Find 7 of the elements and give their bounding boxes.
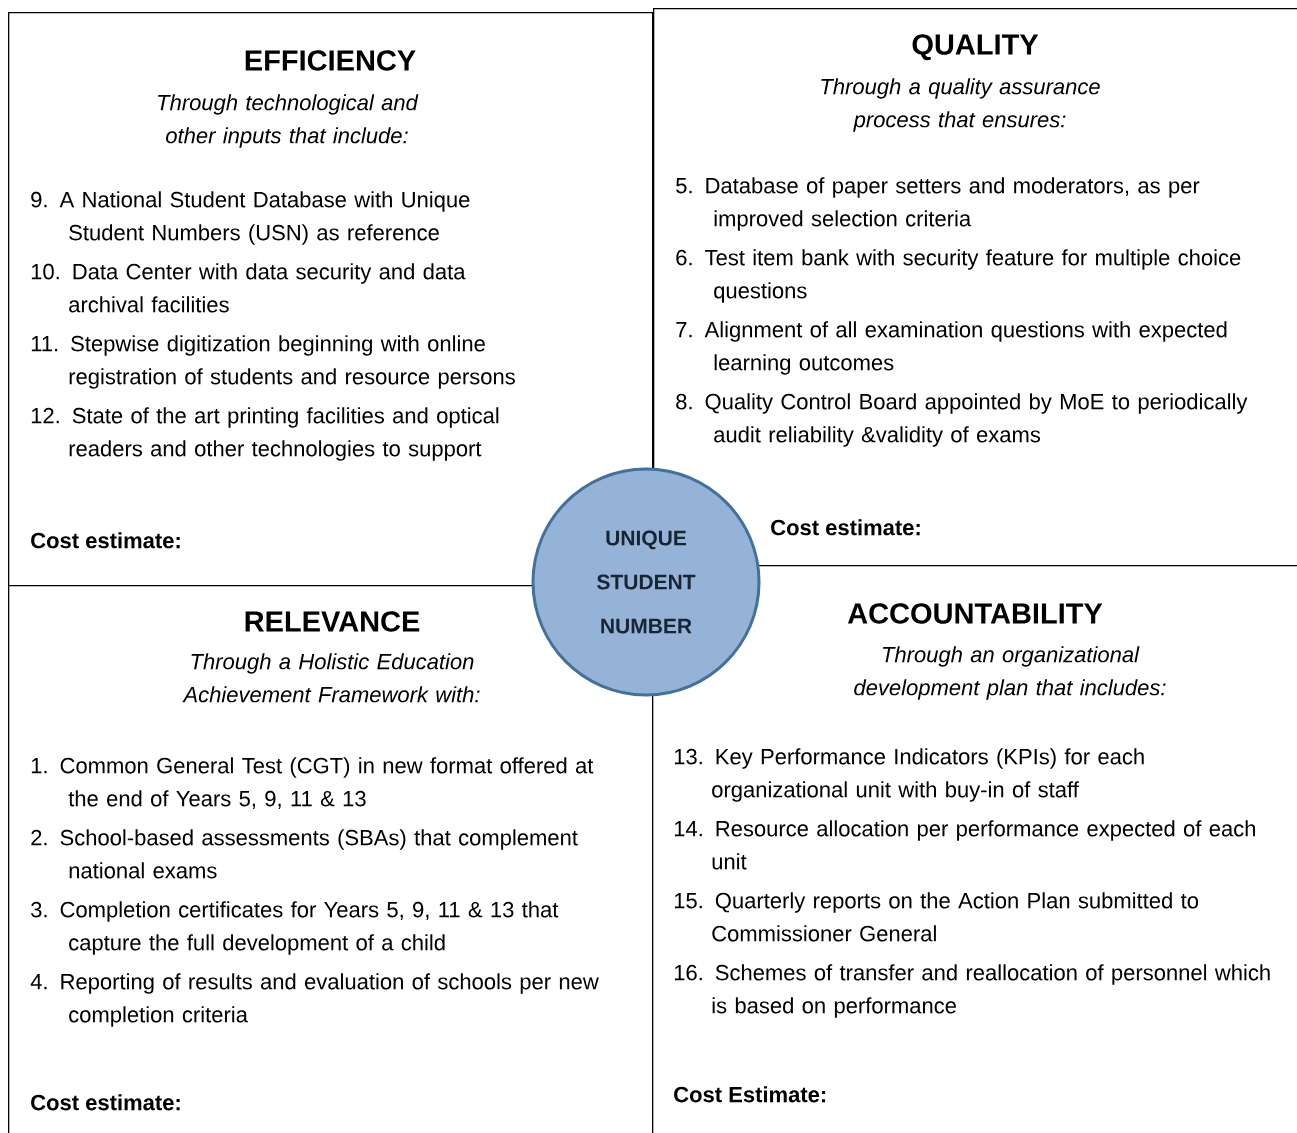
node-label: 1. Common General Test (CGT) in new format offered at the end of Years 5, 9, 11 & 13 <box>31 757 594 810</box>
node-label: Through a Holistic Education Achievement Framework with: <box>182 653 480 703</box>
node-label: Cost estimate: <box>31 1094 180 1111</box>
node-label: RELEVANCE <box>245 611 420 632</box>
node-label: 4. Reporting of results and evaluation of schools per new completion criteria <box>30 973 599 1027</box>
node-label: 2. School-based assessments (SBAs) that complement national exams <box>31 829 578 879</box>
node-label: 3. Completion certificates for Years 5, 9, 11 & 13 that capture the full development of a child <box>31 901 559 955</box>
